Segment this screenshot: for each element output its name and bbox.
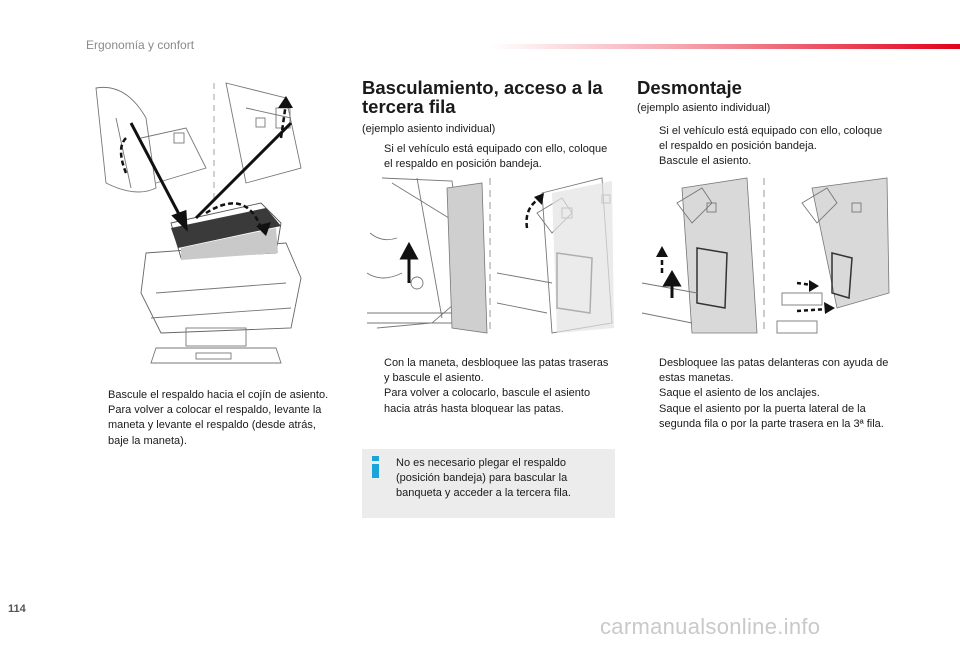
list-item: Saque el asiento de los anclajes. xyxy=(659,387,820,400)
page-number: 114 xyxy=(8,603,26,615)
mid-bottom-bullet-list: Con la maneta, desbloquee las patas tras… xyxy=(362,356,614,417)
info-icon xyxy=(372,456,379,478)
right-top-bullet-list: Si el vehículo está equipado con ello, c… xyxy=(637,124,889,170)
list-item: Saque el asiento por la puerta lateral d… xyxy=(659,402,884,430)
watermark: carmanualsonline.info xyxy=(600,614,821,639)
left-bullet-list: Bascule el respaldo hacia el cojín de as… xyxy=(86,388,331,449)
list-item: Bascule el asiento. xyxy=(659,155,752,168)
seat-removal-diagram-icon xyxy=(637,173,891,339)
seat-tilt-diagram-icon xyxy=(362,173,616,339)
list-item: Para volver a colocar el respaldo, levan… xyxy=(108,404,322,447)
list-item: Bascule el respaldo hacia el cojín de as… xyxy=(108,389,329,401)
info-text: No es necesario plegar el respaldo (posi… xyxy=(396,457,571,500)
header-accent-bar xyxy=(490,44,960,49)
subtitle: (ejemplo asiento individual) xyxy=(637,102,771,114)
section-title: Ergonomía y confort xyxy=(86,38,195,52)
list-item: Desbloquee las patas delanteras con ayud… xyxy=(659,357,889,385)
list-item: Para volver a colocarlo, bascule el asie… xyxy=(384,387,591,415)
list-item: Si el vehículo está equipado con ello, c… xyxy=(384,143,608,171)
info-note: No es necesario plegar el respaldo (posi… xyxy=(362,449,615,518)
subtitle: (ejemplo asiento individual) xyxy=(362,123,496,135)
list-item: Con la maneta, desbloquee las patas tras… xyxy=(384,357,609,385)
seat-fold-diagram-icon xyxy=(86,78,331,368)
section-heading-removal: Desmontaje xyxy=(637,77,742,98)
right-bottom-bullet-list: Desbloquee las patas delanteras con ayud… xyxy=(637,356,892,432)
section-heading-tilt: Basculamiento, acceso a la tercera fila xyxy=(362,77,603,117)
list-item: Si el vehículo está equipado con ello, c… xyxy=(659,125,883,153)
mid-top-bullet-list: Si el vehículo está equipado con ello, c… xyxy=(362,142,612,172)
